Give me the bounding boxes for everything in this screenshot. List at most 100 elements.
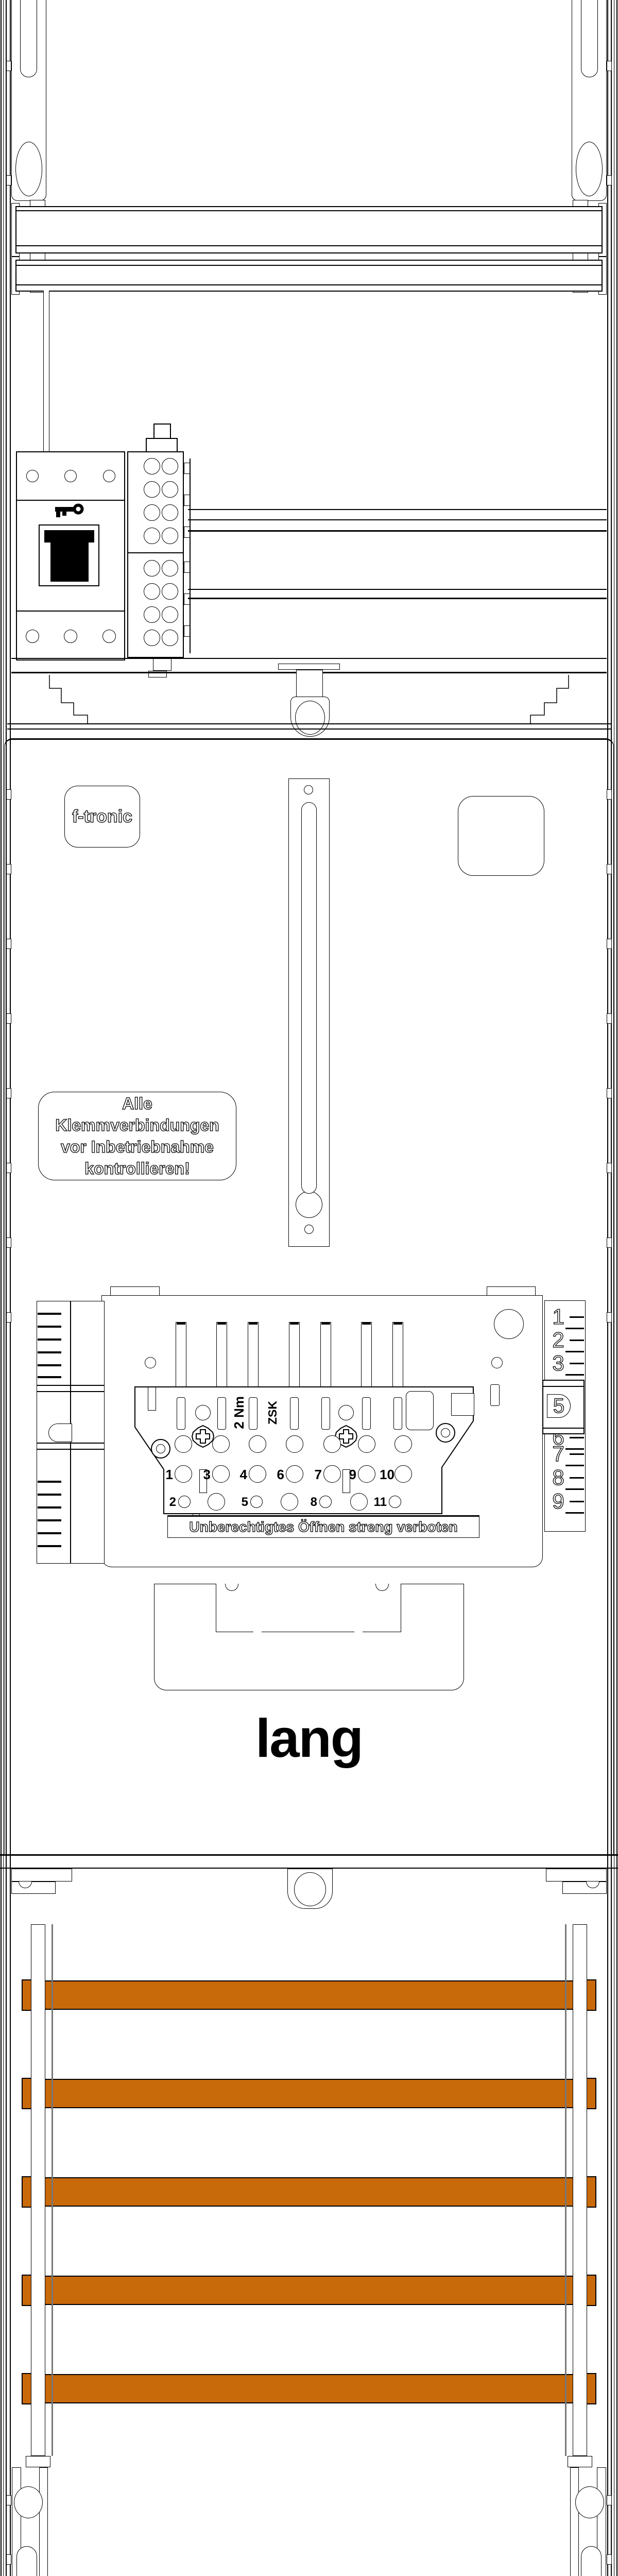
screw-circle: [195, 1405, 211, 1420]
zsk-hole: [175, 1465, 192, 1483]
point-label: 8: [310, 1495, 317, 1509]
frame-edge-right: [616, 0, 617, 2576]
warning-label: Alle Klemmverbindungen vor Inbetriebnahm…: [38, 1092, 236, 1180]
frame-clip: [607, 1013, 612, 1024]
zsk-hole-small: [178, 1496, 191, 1508]
scale-tick: [570, 1477, 584, 1479]
terminal-hole: [162, 606, 178, 623]
bracket-steps: [49, 675, 569, 723]
zsk-hole: [323, 1465, 341, 1483]
terminal-hole: [144, 458, 160, 474]
zsk-hole-small: [250, 1496, 263, 1508]
point-label: 9: [349, 1467, 356, 1482]
comb-tooth: [38, 1481, 61, 1483]
terminal-hole: [144, 504, 160, 521]
scale-tick: [565, 1374, 584, 1376]
corner-bracket-right: [546, 1869, 607, 1882]
point-label: 6: [277, 1467, 284, 1482]
zsk-hole: [286, 1435, 303, 1453]
scale-tick: [570, 1453, 584, 1455]
frame-edge-right: [611, 0, 612, 2576]
terminal-pin: [248, 1322, 259, 1388]
point-label: 11: [373, 1495, 387, 1509]
terminal-pin: [176, 1322, 186, 1388]
comb-slot: [48, 1423, 72, 1442]
block-clip: [184, 495, 190, 506]
foot-right: [570, 2467, 579, 2576]
switch-lever: [44, 530, 94, 543]
frame-clip: [6, 939, 11, 949]
terminal-hole: [162, 481, 178, 498]
corner-bracket-right: [562, 1882, 607, 1894]
hanger-hole-bottom: [294, 1872, 326, 1906]
zsk-slot: [321, 1397, 330, 1430]
plate-hole-top: [304, 785, 313, 794]
block-clip: [184, 625, 190, 637]
zsk-right-notch: [451, 1393, 474, 1416]
frame-clip: [607, 61, 612, 71]
frame-clip: [607, 175, 612, 185]
frame-clip: [6, 789, 11, 800]
point-label: 2: [169, 1495, 176, 1509]
plate-hole: [304, 1225, 314, 1234]
comb-tooth: [38, 1338, 61, 1341]
hanger-hole: [295, 701, 325, 735]
comb-tooth: [38, 1506, 61, 1509]
frame-clip: [6, 864, 11, 874]
busbar-stub: [586, 2176, 596, 2208]
zsk-slot: [217, 1397, 226, 1430]
zsk-hole: [286, 1465, 303, 1483]
zsk-hole: [394, 1465, 412, 1483]
scale-tick: [570, 1316, 584, 1318]
comb-tooth: [38, 1326, 61, 1328]
block-clip: [184, 463, 190, 474]
busbar-stub: [22, 2275, 32, 2306]
frame-clip: [6, 61, 11, 71]
comb-tooth: [38, 1532, 61, 1534]
foot-slot-left: [16, 2546, 37, 2576]
terminal-hole: [144, 528, 160, 544]
zsk-hole: [358, 1435, 375, 1453]
frame-clip: [607, 1238, 612, 1248]
module-hole: [64, 630, 77, 643]
frame-clip: [607, 1088, 612, 1098]
brand-logo-text: f-tronic: [72, 806, 133, 826]
point-label: 7: [314, 1467, 322, 1482]
comb-tooth: [38, 1519, 61, 1521]
zsk-slot: [290, 1397, 299, 1430]
frame-clip: [6, 1312, 11, 1323]
tray-inner: [216, 1584, 401, 1632]
module-hole: [26, 470, 39, 482]
scale-number: 9: [552, 1488, 565, 1513]
zsk-slot: [249, 1397, 258, 1430]
terminal-hole: [144, 481, 160, 498]
scale-number: 3: [552, 1350, 565, 1375]
frame-edge-right: [607, 0, 608, 2576]
frame-clip: [607, 1312, 612, 1323]
terminal-hole: [144, 583, 160, 600]
frame-clip: [607, 2554, 612, 2565]
plate-hole-small: [145, 1357, 156, 1368]
terminal-hole: [144, 560, 160, 577]
frame-clip: [6, 1238, 11, 1248]
busbar: [44, 2079, 574, 2108]
key-icon: [55, 503, 84, 517]
scale-number: 7: [552, 1441, 565, 1466]
busbar-stub: [586, 2275, 596, 2306]
scale-tick: [565, 1512, 584, 1514]
busbar-stub: [22, 2176, 32, 2208]
terminal-hole: [162, 560, 178, 577]
zsk-hole: [212, 1465, 230, 1483]
plate-hole-small: [491, 1357, 503, 1368]
busbar-stub: [586, 2373, 596, 2404]
frame-edge-left: [3, 0, 4, 2576]
frame-edge-left: [1, 0, 2, 2576]
scale-number: 8: [552, 1465, 565, 1489]
busbar: [44, 2276, 574, 2305]
scale-tick: [565, 1448, 584, 1450]
frame-edge-left: [10, 0, 11, 2576]
holder-foot-left: [26, 2456, 50, 2467]
zsk-type-label: ZSK: [265, 1401, 279, 1425]
scale-tick: [565, 1488, 584, 1490]
